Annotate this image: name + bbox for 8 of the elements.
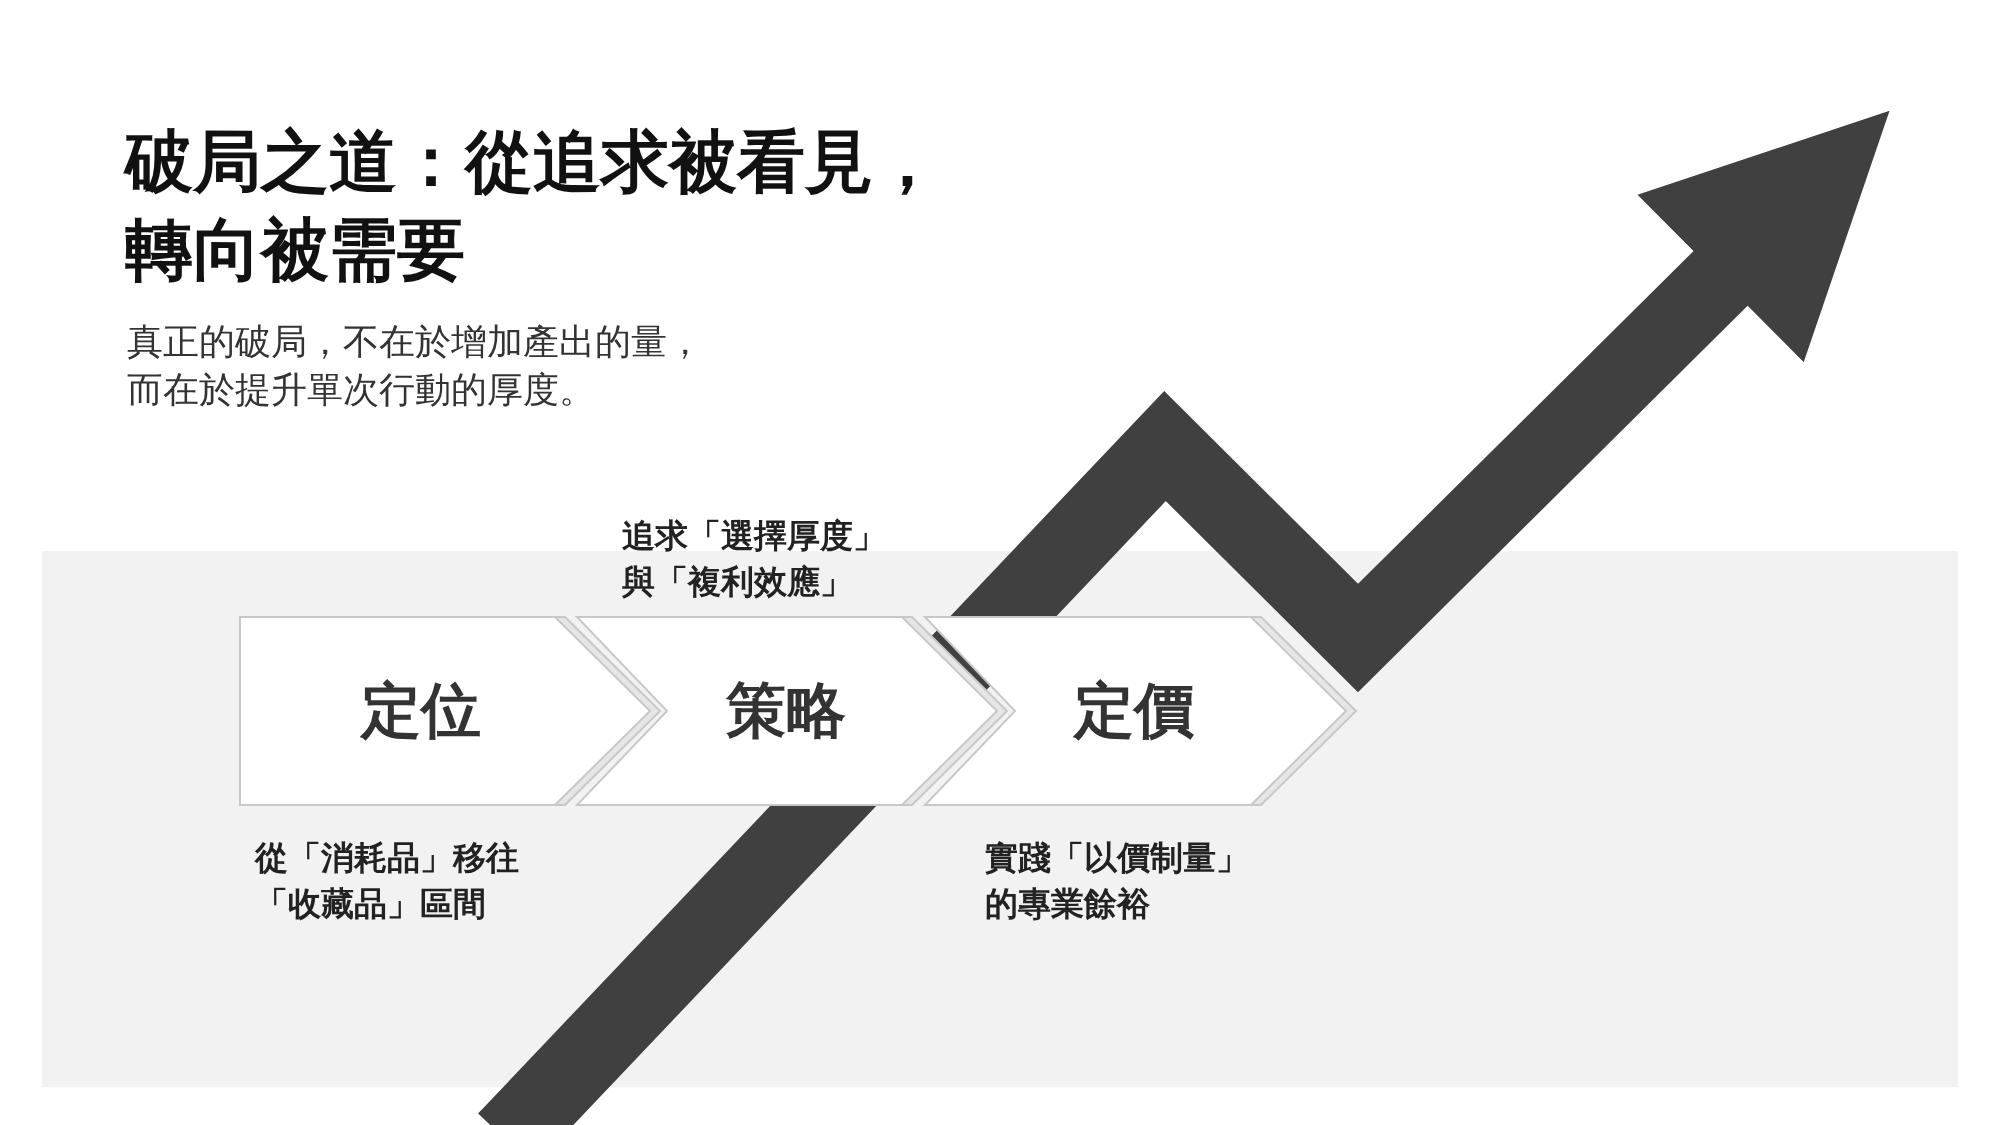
step-description: 實踐「以價制量」的專業餘裕 bbox=[985, 837, 1250, 925]
step-label: 定位 bbox=[361, 673, 482, 747]
subtitle: 真正的破局，不在於增加產出的量，而在於提升單次行動的厚度。 bbox=[127, 320, 704, 412]
step-description: 從「消耗品」移往「收藏品」區間 bbox=[255, 837, 520, 925]
title: 破局之道：從追求被看見，轉向被需要 bbox=[125, 121, 942, 291]
step-label: 定價 bbox=[1074, 673, 1195, 747]
step-label: 策略 bbox=[725, 673, 846, 747]
step-description: 追求「選擇厚度」與「複利效應」 bbox=[622, 515, 887, 603]
